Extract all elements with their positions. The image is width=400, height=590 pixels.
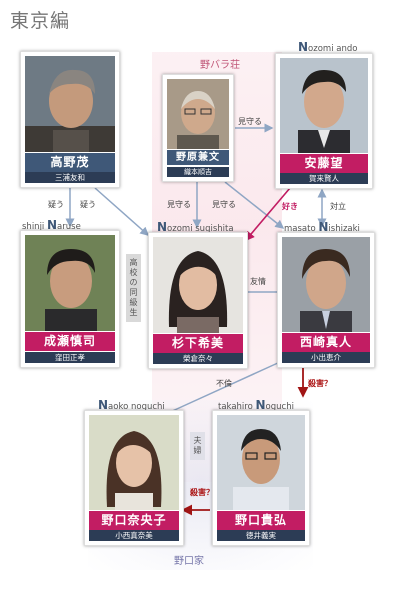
line-nishizaki-naoko (167, 361, 281, 414)
label-nishizaki-takahiro: 殺害？ (308, 379, 332, 388)
koko_chars-char: 生 (129, 308, 138, 317)
label-takahiro-naoko: 殺害？ (190, 488, 214, 497)
naoko-photo (89, 415, 179, 510)
nohara-actor: 織本順吉 (167, 167, 229, 177)
classmates-label-box: 高校の同級生 (126, 254, 141, 322)
takahiro-name: 野口貴弘 (234, 513, 287, 527)
arrow-ando-sugishita (244, 187, 291, 242)
naruse-photo (25, 235, 115, 331)
naruse-name: 成瀬慎司 (43, 334, 96, 348)
nohara-nameplate: 野原兼文 (167, 150, 229, 165)
nishizaki-name: 西崎真人 (299, 335, 352, 349)
takano-name: 高野茂 (50, 155, 90, 169)
takano-nameplate: 高野茂 (25, 153, 115, 172)
noguchi-zone-label: 野口家 (174, 556, 204, 567)
nohara-name: 野原兼文 (176, 152, 220, 163)
koko_chars-char: 高 (129, 258, 138, 267)
married-label-box: 夫婦 (190, 432, 205, 460)
naruse-actor: 窪田正孝 (25, 352, 115, 363)
card-takano: 高野茂 三浦友和 (20, 51, 120, 188)
koko_chars-char: 同 (129, 288, 138, 297)
card-nohara: 野原兼文 織本順吉 (162, 74, 234, 182)
label-takano-naruse: 疑う (48, 200, 64, 209)
koko_chars-char: 級 (129, 298, 138, 307)
sugishita-name: 杉下希美 (171, 336, 224, 350)
sugishita-nameplate: 杉下希美 (153, 334, 243, 353)
ando-photo (280, 58, 368, 153)
label-nohara-sugishita: 見守る (167, 200, 191, 209)
card-ando: 安藤望 賀来賢人 (275, 53, 373, 189)
nishizaki-actor: 小出恵介 (282, 352, 370, 363)
takano-photo (25, 56, 115, 152)
arrow-takano-sugishita (94, 187, 150, 236)
label-nohara-ando: 見守る (238, 117, 262, 126)
koko_chars-char: 校 (129, 268, 138, 277)
sugishita-romaji: Nozomi sugishita (157, 220, 234, 234)
takahiro-actor: 徳井義実 (217, 530, 305, 541)
naoko-nameplate: 野口奈央子 (89, 511, 179, 530)
nishizaki-nameplate: 西崎真人 (282, 333, 370, 352)
nishizaki-romaji: masato Nishizaki (284, 220, 360, 234)
label-takano-sugishita: 疑う (80, 200, 96, 209)
label-ando-nishizaki: 対立 (330, 202, 346, 211)
koko_chars-char: の (129, 278, 138, 287)
ando-nameplate: 安藤望 (280, 154, 368, 173)
card-naoko: 野口奈央子 小西真奈美 (84, 410, 184, 546)
label-nohara-nishizaki: 見守る (212, 200, 236, 209)
naoko-actor: 小西真奈美 (89, 530, 179, 541)
label-nishizaki-naoko: 不倫 (216, 379, 232, 388)
arrow-nohara-nishizaki (224, 181, 285, 229)
nobara-zone-label: 野バラ荘 (200, 60, 240, 71)
naruse-romaji: shinji Naruse (22, 218, 81, 232)
ando-name: 安藤望 (304, 156, 344, 170)
ando-actor: 賀来賢人 (280, 173, 368, 184)
card-nishizaki: 西崎真人 小出恵介 (277, 232, 375, 368)
card-takahiro: 野口貴弘 徳井義実 (212, 410, 310, 546)
takahiro-nameplate: 野口貴弘 (217, 511, 305, 530)
ando-romaji: Nozomi ando (298, 40, 358, 54)
sugishita-photo (153, 237, 243, 333)
label-nishizaki-sugishita: 友情 (250, 277, 266, 286)
card-naruse: 成瀬慎司 窪田正孝 (20, 230, 120, 368)
takahiro-photo (217, 415, 305, 510)
takahiro-romaji: takahiro Noguchi (218, 398, 294, 412)
naoko-name: 野口奈央子 (101, 513, 167, 527)
takano-actor: 三浦友和 (25, 172, 115, 183)
label-ando-sugishita: 好き (282, 202, 298, 211)
nohara-photo (167, 79, 229, 149)
fufu_chars-char: 婦 (193, 446, 202, 455)
fufu_chars-char: 夫 (193, 436, 202, 445)
sugishita-actor: 榮倉奈々 (153, 353, 243, 364)
page-title: 東京編 (10, 10, 71, 32)
naoko-romaji: Naoko noguchi (98, 398, 165, 412)
naruse-nameplate: 成瀬慎司 (25, 332, 115, 351)
nishizaki-photo (282, 237, 370, 332)
card-sugishita: 杉下希美 榮倉奈々 (148, 232, 248, 369)
